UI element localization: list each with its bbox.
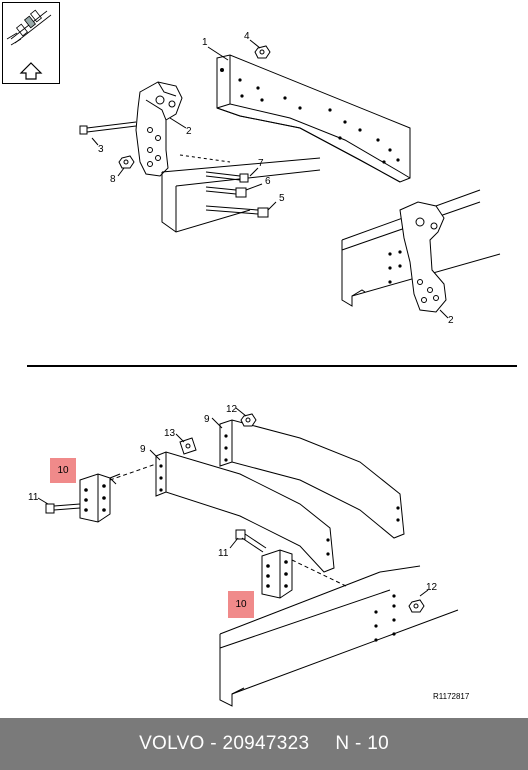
- bracket-part-right: [399, 201, 447, 313]
- callout-label: 9: [204, 414, 210, 425]
- exploded-parts-diagram: 1 4 2 3 8 7 6 5 2 12 9 13 9 11 11 12: [27, 31, 517, 707]
- footer-brand: VOLVO: [139, 733, 205, 754]
- reference-code: R1172817: [433, 692, 470, 701]
- footer-dash: -: [210, 733, 217, 754]
- footer-bar: VOLVO - 20947323 N - 10: [0, 718, 528, 770]
- bolt-part-5: [205, 205, 269, 218]
- callout-label: 1: [202, 37, 208, 48]
- orientation-box: [2, 2, 60, 84]
- highlight-label: 10: [235, 599, 247, 610]
- bracket-part: [135, 81, 183, 177]
- footer-page: N - 10: [335, 733, 389, 754]
- callout-label: 11: [218, 548, 229, 559]
- bolt-part-11: [45, 503, 81, 514]
- bolt-part-7: [205, 171, 249, 183]
- nut-part-12: [240, 413, 257, 427]
- nut-part-12-lower: [408, 599, 425, 613]
- nut-part-8: [118, 155, 135, 169]
- highlight-callout-10: 10: [50, 458, 76, 483]
- bolt-part-3: [79, 121, 137, 135]
- callout-label: 12: [226, 404, 238, 415]
- orientation-arrow-icon: [19, 62, 43, 80]
- bolt-part-6: [205, 186, 247, 198]
- callout-label: 13: [164, 428, 176, 439]
- reinforcement-plate-upper: [219, 419, 405, 539]
- cross-member-part: [216, 54, 411, 183]
- reinforcement-plate-lower: [155, 451, 335, 573]
- callout-label: 8: [110, 174, 116, 185]
- callout-label: 7: [258, 158, 264, 169]
- callout-label: 5: [279, 193, 285, 204]
- callout-label: 9: [140, 444, 146, 455]
- callout-label: 2: [186, 126, 192, 137]
- frame-rail-lower: [219, 565, 459, 707]
- callout-label: 2: [448, 315, 454, 326]
- bracket-plate-part-10: [79, 473, 121, 523]
- highlight-label: 10: [57, 465, 69, 476]
- callout-label: 3: [98, 144, 104, 155]
- callout-label: 4: [244, 31, 250, 42]
- nut-part-4: [254, 45, 271, 59]
- bolt-part-11-center: [235, 529, 267, 553]
- callout-label: 12: [426, 582, 438, 593]
- callout-label: 6: [265, 176, 271, 187]
- callout-label: 11: [28, 492, 39, 503]
- highlight-callout-10: 10: [228, 591, 254, 618]
- truck-frame-icon: [6, 9, 52, 80]
- footer-part-number: 20947323: [222, 733, 310, 754]
